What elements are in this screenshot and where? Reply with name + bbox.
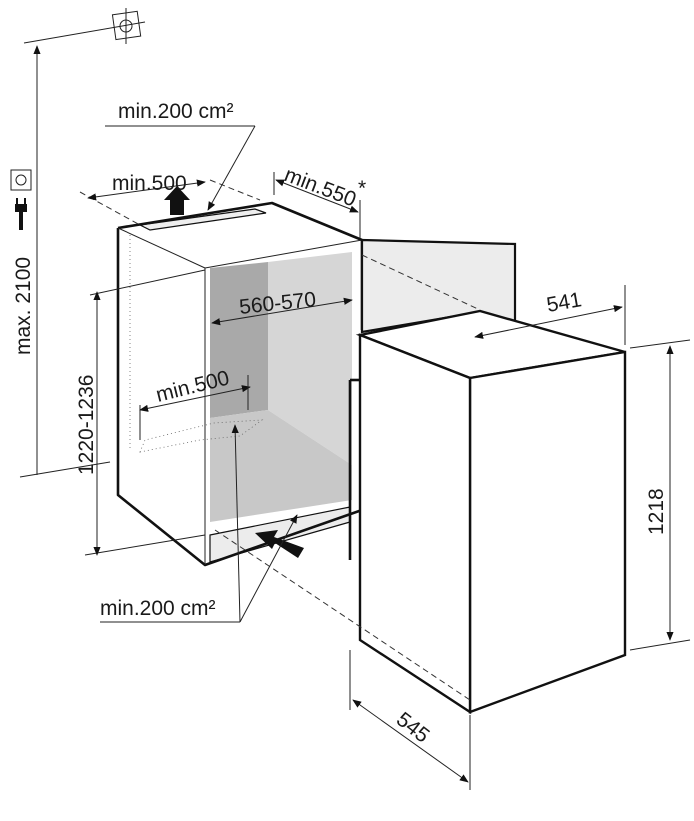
bottom-airflow-arrow-icon	[255, 530, 304, 558]
appliance-width-label: 541	[545, 288, 584, 317]
power-socket-icon	[10, 169, 32, 191]
ceiling-outlet-icon	[23, 8, 146, 44]
niche-height-label: 1220-1236	[75, 375, 98, 475]
asterisk-note: *	[358, 177, 366, 200]
power-plug-icon	[15, 198, 27, 230]
max-height-label: max. 2100	[12, 257, 35, 355]
appliance-height-label: 1218	[645, 488, 668, 535]
appliance-depth-label: 545	[392, 708, 434, 748]
top-depth-label: min.500	[112, 172, 187, 195]
appliance	[348, 309, 627, 715]
bottom-vent-area-label: min.200 cm²	[100, 597, 216, 620]
door-clearance-label: min.550	[281, 163, 359, 211]
top-vent-area-label: min.200 cm²	[118, 100, 234, 123]
